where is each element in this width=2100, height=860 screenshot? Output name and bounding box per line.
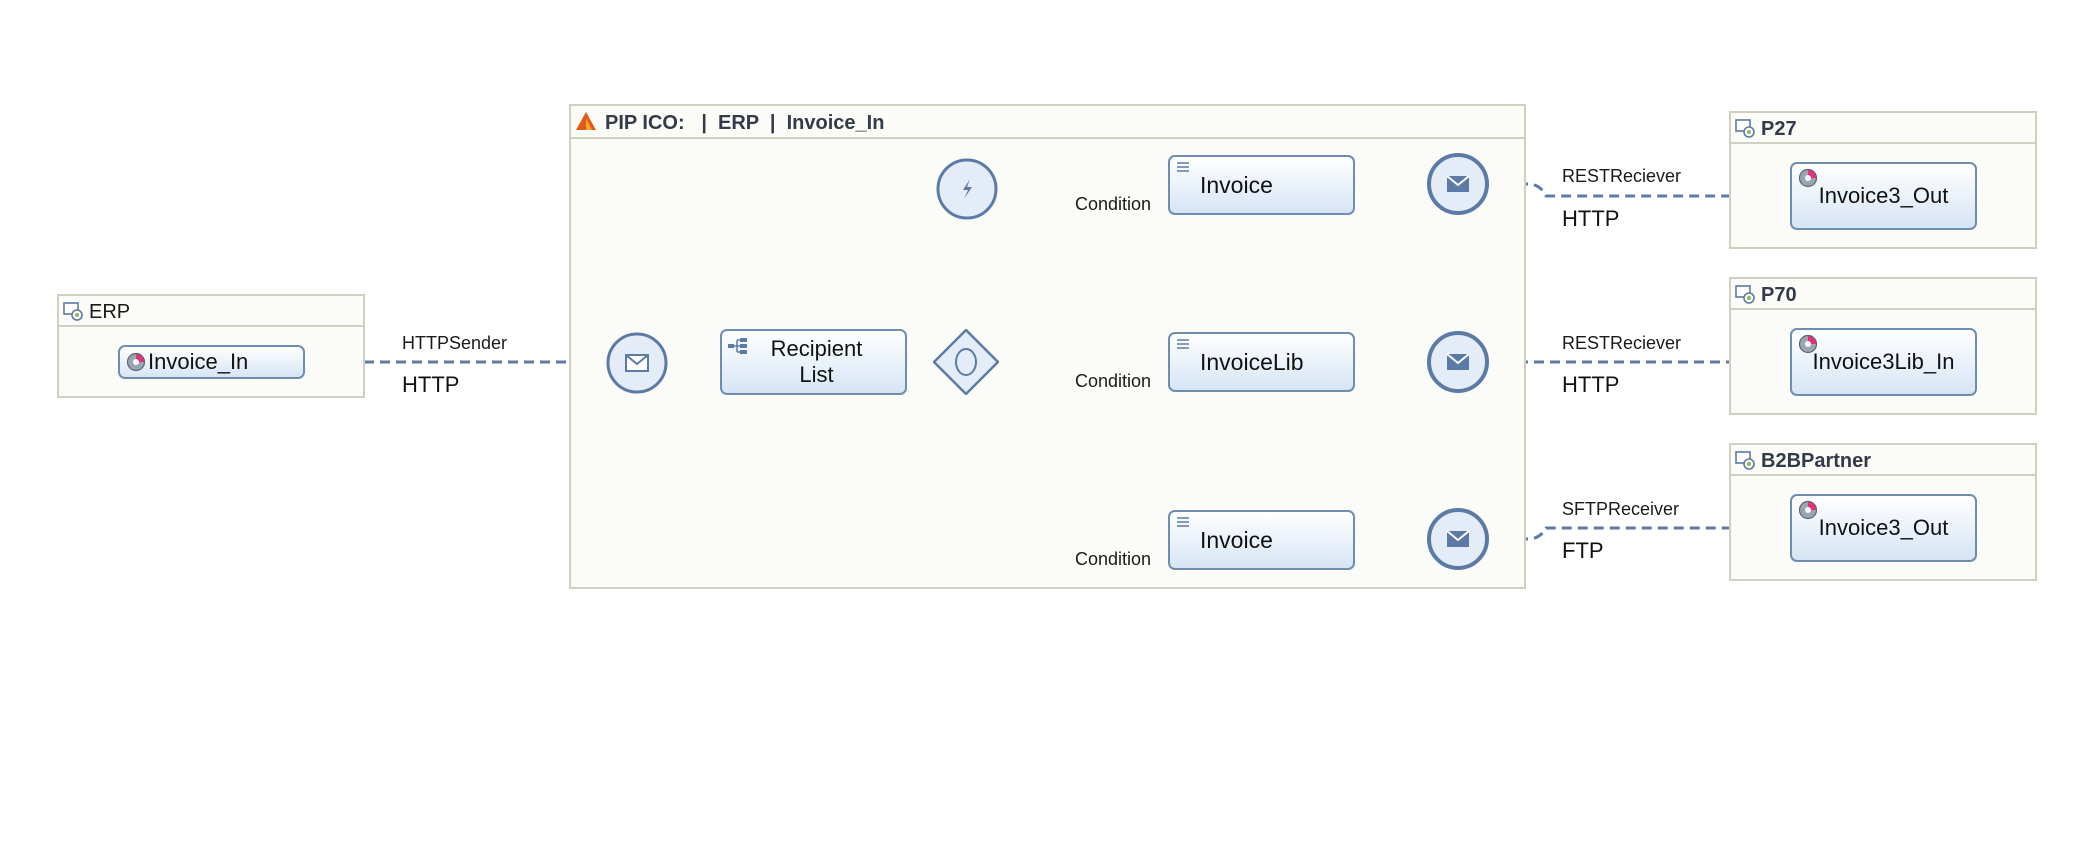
receiver-adapter-label-2: RESTReciever — [1562, 333, 1682, 353]
receiver-endpoint-box-1[interactable]: Invoice3_Out — [1790, 162, 1977, 230]
receiver-endpoint-box-2[interactable]: Invoice3Lib_In — [1790, 328, 1977, 396]
receiver-endpoint-box-3[interactable]: Invoice3_Out — [1790, 494, 1977, 562]
receiver-system-header-1: P27 — [1731, 113, 2035, 144]
system-icon — [1735, 119, 1755, 138]
menu-lines-icon — [1177, 339, 1189, 349]
start-message-event[interactable] — [605, 331, 669, 395]
pip-title: PIP ICO: | ERP | Invoice_In — [605, 112, 885, 134]
receiver-adapter-label-1: RESTReciever — [1562, 166, 1682, 186]
endpoint-icon — [1798, 168, 1818, 188]
sender-system-header: ERP — [59, 296, 363, 327]
condition-label-2: Condition — [1075, 371, 1152, 391]
recipient-list-label: Recipient List — [770, 336, 863, 387]
sender-endpoint-label: Invoice_In — [148, 349, 249, 374]
mapping-label-1: Invoice — [1200, 172, 1273, 198]
condition-label-1: Condition — [1075, 194, 1152, 214]
mapping-label-3: Invoice — [1200, 527, 1273, 553]
error-event[interactable] — [935, 157, 999, 221]
system-icon — [1735, 451, 1755, 470]
pip-panel: PIP ICO: | ERP | Invoice_In — [569, 104, 1526, 589]
warning-icon — [576, 112, 596, 130]
receiver-system-header-3: B2BPartner — [1731, 445, 2035, 476]
endpoint-icon — [1798, 500, 1818, 520]
receiver-protocol-label-3: FTP — [1562, 538, 1604, 563]
sender-adapter-label: HTTPSender — [402, 333, 508, 353]
end-message-event-3[interactable] — [1426, 507, 1490, 571]
receiver-system-name-3: B2BPartner — [1761, 450, 1872, 472]
endpoint-icon — [1798, 334, 1818, 354]
receiver-channel-line-3[interactable] — [1502, 523, 1791, 541]
receiver-protocol-label-1: HTTP — [1562, 206, 1620, 231]
recipient-list-step[interactable]: Recipient List — [720, 329, 907, 395]
endpoint-icon — [126, 352, 146, 372]
tree-icon — [728, 338, 747, 354]
sender-endpoint-box[interactable]: Invoice_In — [118, 345, 305, 379]
receiver-endpoint-label-1: Invoice3_Out — [1818, 183, 1949, 208]
receiver-protocol-label-2: HTTP — [1562, 372, 1620, 397]
receiver-adapter-label-3: SFTPReceiver — [1562, 499, 1680, 519]
receiver-endpoint-label-2: Invoice3Lib_In — [1812, 349, 1955, 374]
mapping-step-3[interactable]: Invoice — [1168, 510, 1355, 570]
sender-protocol-label: HTTP — [402, 372, 460, 397]
lightning-icon — [963, 179, 972, 199]
receiver-system-header-2: P70 — [1731, 279, 2035, 310]
end-message-event-1[interactable] — [1426, 152, 1490, 216]
menu-lines-icon — [1177, 162, 1189, 172]
menu-lines-icon — [1177, 517, 1189, 527]
sender-system-name: ERP — [89, 301, 131, 323]
system-icon — [1735, 285, 1755, 304]
receiver-endpoint-label-3: Invoice3_Out — [1818, 515, 1949, 540]
mapping-step-1[interactable]: Invoice — [1168, 155, 1355, 215]
receiver-system-name-2: P70 — [1761, 284, 1797, 306]
system-icon — [63, 302, 83, 321]
gateway[interactable] — [933, 329, 999, 395]
pip-panel-header: PIP ICO: | ERP | Invoice_In — [571, 106, 1524, 139]
mapping-step-2[interactable]: InvoiceLib — [1168, 332, 1355, 392]
mapping-label-2: InvoiceLib — [1200, 349, 1304, 375]
end-message-event-2[interactable] — [1426, 330, 1490, 394]
receiver-channel-line-1[interactable] — [1502, 182, 1791, 201]
condition-label-3: Condition — [1075, 549, 1152, 569]
receiver-system-name-1: P27 — [1761, 118, 1797, 140]
